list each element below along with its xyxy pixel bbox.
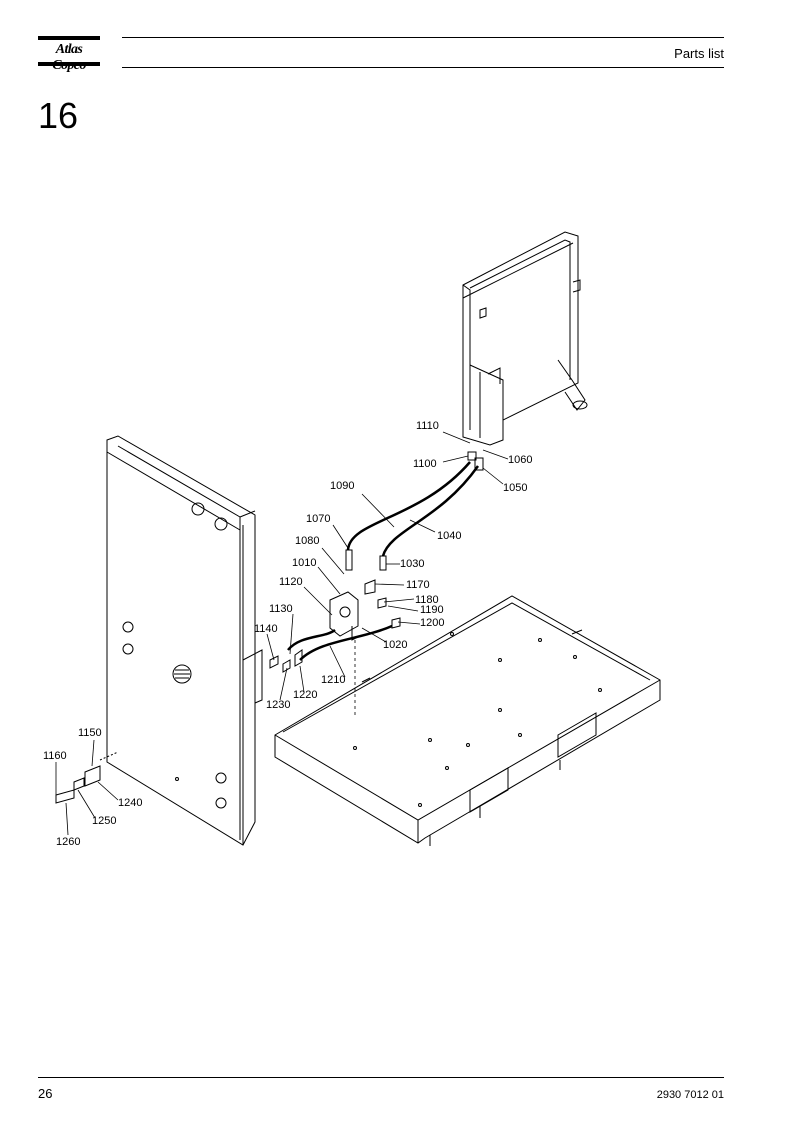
callout-1240: 1240 [118, 797, 142, 809]
callout-1170: 1170 [406, 579, 430, 591]
page-number: 26 [38, 1086, 53, 1101]
callout-1010: 1010 [292, 557, 316, 569]
callout-labels: 1110 1060 1100 1050 1090 1040 1070 1080 … [43, 420, 532, 848]
callout-1180: 1180 [415, 594, 439, 606]
header-rule-bottom [122, 67, 724, 68]
callout-1070: 1070 [306, 513, 330, 525]
callout-1140: 1140 [254, 623, 278, 635]
section-number: 16 [38, 95, 79, 136]
callout-1250: 1250 [92, 815, 116, 827]
header-title: Parts list [674, 46, 724, 61]
atlas-copco-logo: Atlas Copco [38, 36, 100, 73]
callout-1030: 1030 [400, 558, 424, 570]
logo-bar-top [38, 36, 100, 40]
callout-1040: 1040 [437, 530, 461, 542]
callout-1260: 1260 [56, 836, 80, 848]
callout-1200: 1200 [420, 617, 444, 629]
callout-1120: 1120 [279, 576, 303, 588]
logo-bar-bottom [38, 62, 100, 66]
leader-lines [55, 431, 509, 836]
callout-1090: 1090 [330, 480, 354, 492]
header-rule-top [122, 37, 724, 38]
callout-1230: 1230 [266, 699, 290, 711]
callout-1020: 1020 [383, 639, 407, 651]
callout-1210: 1210 [321, 674, 345, 686]
callout-1150: 1150 [78, 727, 102, 739]
base-frame [274, 595, 661, 846]
callout-1110: 1110 [416, 420, 439, 432]
hose-assembly [55, 451, 484, 804]
callout-1160: 1160 [43, 750, 67, 762]
side-panel [106, 435, 263, 846]
callout-1100: 1100 [413, 458, 437, 470]
footer-rule [38, 1077, 724, 1078]
callout-1080: 1080 [295, 535, 319, 547]
callout-1050: 1050 [503, 482, 527, 494]
radiator [462, 231, 588, 446]
callout-1190: 1190 [420, 604, 444, 616]
callout-1130: 1130 [269, 603, 293, 615]
callout-1060: 1060 [508, 454, 532, 466]
document-number: 2930 7012 01 [656, 1089, 724, 1101]
callout-1220: 1220 [293, 689, 317, 701]
